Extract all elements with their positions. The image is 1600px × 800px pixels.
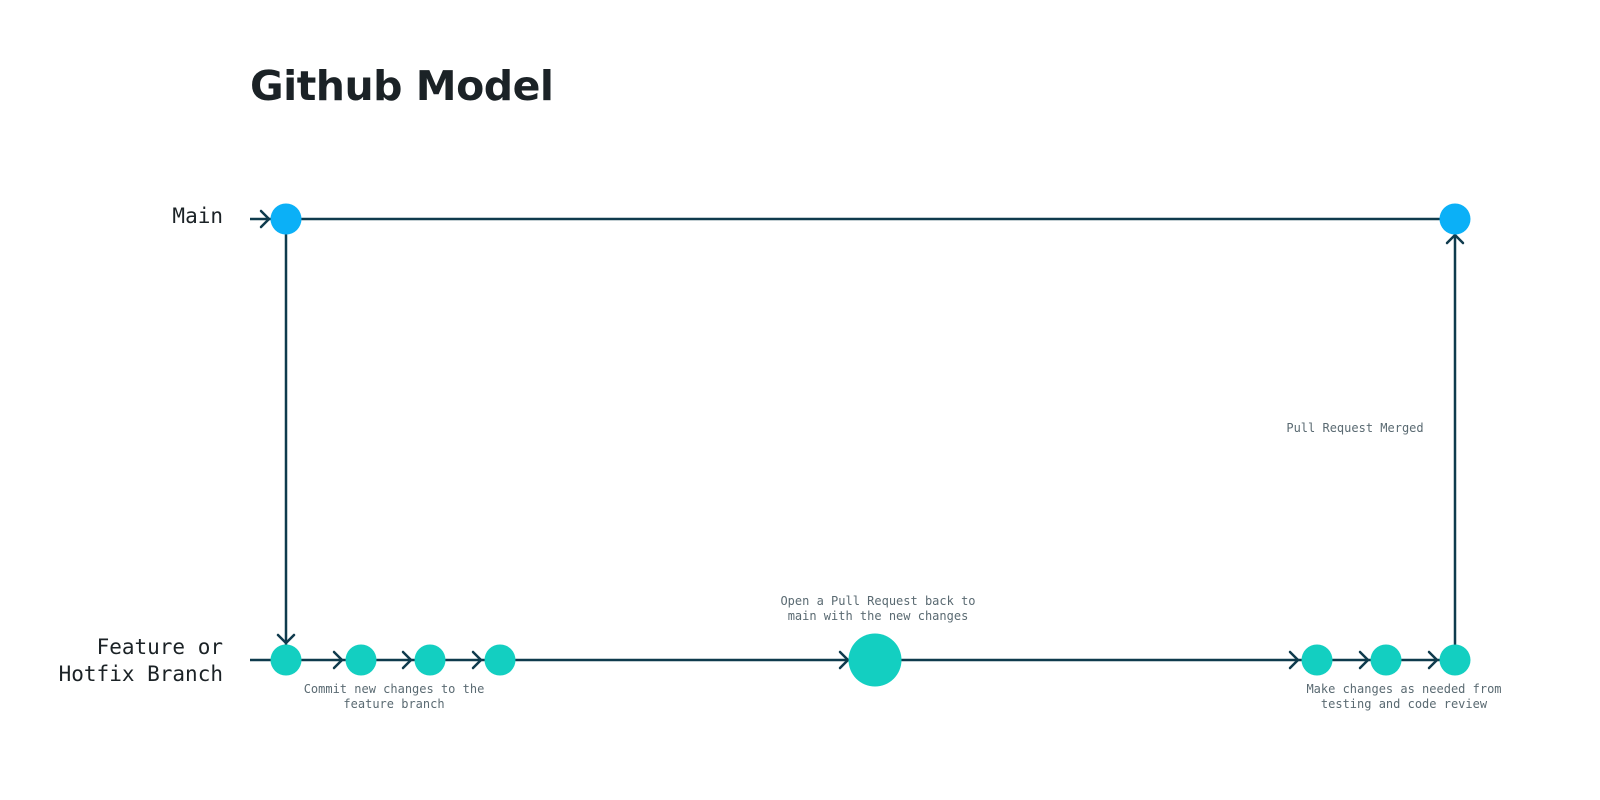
review-arrowhead-3 xyxy=(1427,650,1439,670)
review-note: Make changes as needed from testing and … xyxy=(1306,682,1502,711)
feature-lane-label: Feature or Hotfix Branch xyxy=(58,635,223,686)
arrowheads xyxy=(259,209,1465,670)
commit-node-3 xyxy=(484,644,516,676)
feature-branch-node xyxy=(270,644,302,676)
commit-note: Commit new changes to the feature branch xyxy=(303,682,485,711)
merge-arrowhead xyxy=(1445,233,1465,245)
commit-arrowhead-2 xyxy=(401,650,413,670)
pull-request-arrowhead xyxy=(838,650,850,670)
pull-request-note: Open a Pull Request back to main with th… xyxy=(780,594,976,623)
commit-arrowhead-3 xyxy=(471,650,483,670)
main-lane-label: Main xyxy=(172,204,223,228)
pull-request-node xyxy=(848,633,902,687)
review-node-2 xyxy=(1370,644,1402,676)
review-arrowhead-2 xyxy=(1358,650,1370,670)
commit-node-2 xyxy=(414,644,446,676)
review-node-3 xyxy=(1439,644,1471,676)
review-node-1 xyxy=(1301,644,1333,676)
merged-note: Pull Request Merged xyxy=(1286,421,1424,435)
diagram-title: Github Model xyxy=(250,62,554,110)
review-arrowhead-1 xyxy=(1288,650,1300,670)
main-nodes xyxy=(270,203,1471,235)
main-start-node xyxy=(270,203,302,235)
feature-nodes xyxy=(270,633,1471,687)
main-merge-node xyxy=(1439,203,1471,235)
branch-arrowhead xyxy=(276,633,296,645)
commit-arrowhead-1 xyxy=(332,650,344,670)
commit-node-1 xyxy=(345,644,377,676)
main-entry-arrowhead xyxy=(259,209,271,229)
